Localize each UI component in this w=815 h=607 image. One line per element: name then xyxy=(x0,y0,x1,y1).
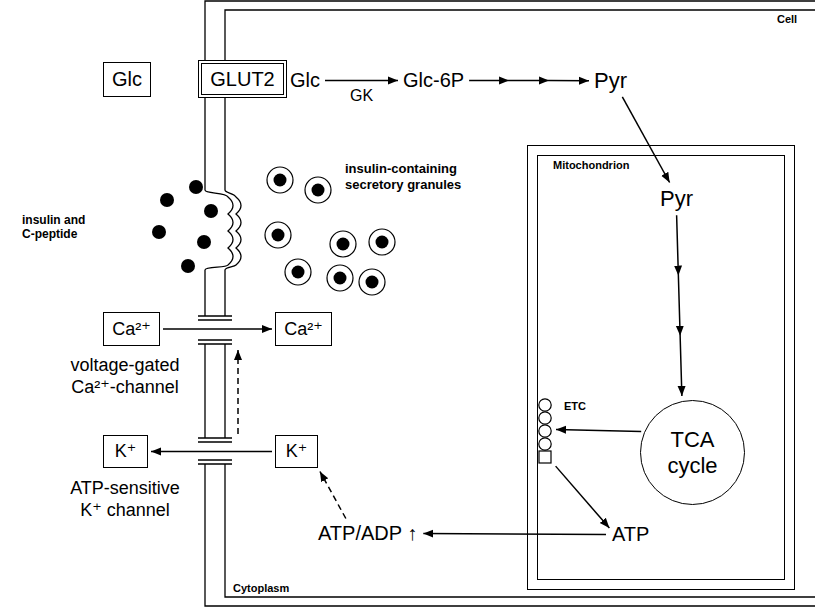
insulin-dot xyxy=(197,235,211,249)
granule-membrane xyxy=(327,265,353,291)
enzyme-label: GK xyxy=(348,86,375,105)
node-text: Cell xyxy=(777,13,797,26)
depolarization-arrow xyxy=(237,350,239,434)
arrow-connector xyxy=(469,80,589,82)
channel-label: ATP-sensitive K⁺ channel xyxy=(60,478,190,521)
glucose-box: Glc xyxy=(103,62,151,97)
insulin-dot xyxy=(181,259,195,273)
metabolite-text: Pyr xyxy=(660,186,693,211)
channel-label: voltage-gated Ca²⁺-channel xyxy=(60,355,190,398)
inner-membrane xyxy=(537,155,785,580)
metabolite-text: Pyr xyxy=(594,68,627,93)
granule-core xyxy=(366,276,379,289)
granule-membrane xyxy=(285,259,311,285)
arrow-connector xyxy=(325,80,398,82)
secretion-label: insulin and C-peptide xyxy=(22,213,97,242)
exocytosis-membrane xyxy=(225,190,241,270)
node-text: Glc xyxy=(112,68,142,91)
granule-core xyxy=(272,229,285,242)
node-text: ATP/ADP ↑ xyxy=(318,522,417,545)
ion-box: Ca²⁺ xyxy=(103,312,160,346)
etc-complex xyxy=(539,399,551,411)
granule-membrane xyxy=(330,231,356,257)
cell-membrane-inner xyxy=(225,10,815,597)
granule-core xyxy=(274,174,287,187)
node-text: Ca²⁺ xyxy=(284,319,323,340)
etc-complex xyxy=(539,425,551,437)
granule-membrane xyxy=(265,222,291,248)
granule-core xyxy=(334,272,347,285)
secreted-insulin xyxy=(152,180,218,273)
cell-region: CellCytoplasmGlcGlc-6PPyrMitochondrionPy… xyxy=(205,1,815,606)
arrow-connector xyxy=(163,328,272,330)
calcium-channel xyxy=(198,316,232,344)
cell-membrane-outer xyxy=(205,1,815,606)
granule-label: insulin-containing secretory granules xyxy=(345,161,495,192)
granule-membrane xyxy=(369,229,395,255)
arrow-connector xyxy=(556,430,641,432)
node-text: Glc-6P xyxy=(403,69,464,92)
granule-membrane xyxy=(267,167,293,193)
granule-core xyxy=(292,266,305,279)
granule-membrane xyxy=(305,177,331,203)
node-text: TCA cycle xyxy=(658,427,728,478)
metabolite-text: Glc-6P xyxy=(403,69,464,92)
node-text: Glc xyxy=(290,69,320,92)
metabolite-text: Glc xyxy=(290,69,320,92)
insulin-dot xyxy=(160,193,174,207)
node-text: Ca²⁺ xyxy=(112,319,151,340)
granule-core xyxy=(337,238,350,251)
node-text: Pyr xyxy=(660,186,693,211)
metabolite-text: ATP xyxy=(612,523,649,546)
granule-core xyxy=(312,184,325,197)
ion-box: K⁺ xyxy=(103,435,148,468)
node-text: GLUT2 xyxy=(210,68,274,91)
node-text: Cytoplasm xyxy=(233,582,289,595)
insulin-dot xyxy=(204,204,218,218)
node-text: K⁺ xyxy=(286,441,308,462)
arrow-connector xyxy=(677,215,682,396)
transporter-box: GLUT2 xyxy=(198,60,287,98)
arrow-connector xyxy=(423,533,606,535)
granule-core xyxy=(376,236,389,249)
etc-shape xyxy=(537,398,553,468)
arrow-connector xyxy=(556,466,610,528)
ion-box: Ca²⁺ xyxy=(275,312,332,346)
node-text: Mitochondrion xyxy=(553,159,629,172)
mitochondrion-box: MitochondrionPyrTCA cycle ETC ATP xyxy=(527,145,795,590)
insulin-dot xyxy=(152,225,166,239)
node-text: Pyr xyxy=(594,68,627,93)
cycle-circle: TCA cycle xyxy=(640,400,745,505)
electron-transport-chain: ETC xyxy=(537,398,553,468)
atp-synthase xyxy=(539,451,551,463)
etc-complex xyxy=(539,438,551,450)
insulin-dot xyxy=(189,180,203,194)
granule-membrane xyxy=(359,269,385,295)
etc-complex xyxy=(539,412,551,424)
arrow-connector xyxy=(622,97,669,183)
node-text: ETC xyxy=(564,400,586,413)
ratio-text: ATP/ADP ↑ xyxy=(318,522,417,545)
ion-box: K⁺ xyxy=(275,435,318,468)
arrow-connector xyxy=(320,472,346,519)
node-text: K⁺ xyxy=(115,441,137,462)
arrow-connector xyxy=(151,451,272,453)
node-text: ATP xyxy=(612,523,649,546)
exocytosis-membrane xyxy=(205,190,233,270)
